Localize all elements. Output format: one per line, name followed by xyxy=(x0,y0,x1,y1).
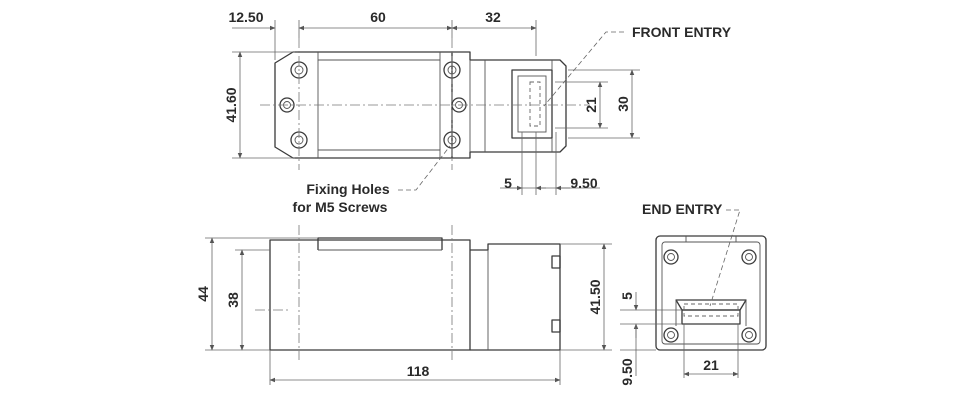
dim-overall-height: 44 xyxy=(195,286,211,302)
dim-width-body: 60 xyxy=(370,9,386,25)
end-view: END ENTRY 5 9.50 21 xyxy=(619,201,767,386)
dim-slot-height: 5 xyxy=(619,292,635,300)
dim-slot-width: 21 xyxy=(703,357,719,373)
side-view: 44 38 41.50 118 xyxy=(195,225,612,385)
fixing-holes-label-line1: Fixing Holes xyxy=(306,181,389,197)
dim-height: 41.60 xyxy=(223,87,239,122)
dim-entry-offset-left: 5 xyxy=(504,175,512,191)
end-entry-label: END ENTRY xyxy=(642,201,723,217)
screw-icon xyxy=(741,249,757,265)
dim-head-height-side: 41.50 xyxy=(587,279,603,314)
side-view-body xyxy=(269,239,471,351)
side-view-head xyxy=(470,243,561,351)
fixing-holes-label-line2: for M5 Screws xyxy=(293,199,388,215)
dim-slot-offset: 9.50 xyxy=(619,358,635,385)
front-entry-slot xyxy=(511,69,553,139)
end-entry-slot xyxy=(675,299,747,311)
screw-icon xyxy=(663,327,679,343)
top-view: 12.50 60 32 41.60 21 30 5 9.50 FRONT ENT… xyxy=(223,9,732,215)
dim-overall-length: 118 xyxy=(407,363,430,379)
dim-entry-height: 21 xyxy=(583,97,599,113)
dim-width-head: 32 xyxy=(485,9,501,25)
dim-entry-offset-right: 9.50 xyxy=(570,175,597,191)
screw-icon xyxy=(741,327,757,343)
dim-body-height: 38 xyxy=(225,292,241,308)
side-view-top-plate xyxy=(317,237,443,250)
dim-width-left: 12.50 xyxy=(228,9,263,25)
dim-head-height: 30 xyxy=(615,96,631,112)
top-view-inner-panel xyxy=(317,52,441,158)
top-view-head-outline xyxy=(452,51,567,159)
front-entry-label: FRONT ENTRY xyxy=(632,24,732,40)
screw-icon xyxy=(663,249,679,265)
end-view-body xyxy=(655,235,767,351)
